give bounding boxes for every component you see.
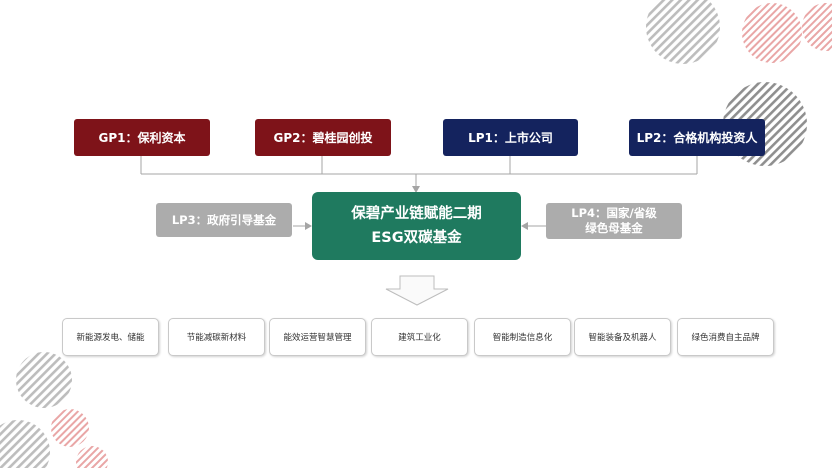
fund-title-line1: 保碧产业链赋能二期 [351,206,482,222]
category-item: 能效运营智慧管理 [269,318,366,356]
lp1-label: LP1：上市公司 [468,131,553,145]
connector-lines [140,156,698,227]
decor-circle [51,409,89,447]
gp2-box: GP2：碧桂园创投 [255,119,391,156]
decor-circle [76,446,108,468]
lp4-label-line2: 绿色母基金 [585,221,643,235]
fund-box: 保碧产业链赋能二期 ESG双碳基金 [312,192,521,260]
category-item: 智能制造信息化 [474,318,571,356]
lp4-label-line1: LP4：国家/省级 [571,206,657,220]
lp2-label: LP2：合格机构投资人 [636,131,758,145]
decor-circle [646,0,720,64]
arrow-down-icon [412,186,420,193]
lp2-box: LP2：合格机构投资人 [629,119,765,156]
gp1-label: GP1：保利资本 [98,131,186,145]
category-item: 绿色消费自主品牌 [677,318,774,356]
arrow-right-icon [305,222,312,230]
arrow-left-icon [521,222,528,230]
decor-circle [0,420,50,468]
category-item: 新能源发电、储能 [62,318,159,356]
lp3-label: LP3：政府引导基金 [171,212,277,227]
category-item: 建筑工业化 [371,318,468,356]
down-arrow-icon [385,275,449,306]
lp4-box: LP4：国家/省级 绿色母基金 [546,203,682,239]
category-item: 节能减碳新材料 [168,318,265,356]
category-item: 智能装备及机器人 [574,318,671,356]
gp1-box: GP1：保利资本 [74,119,210,156]
fund-title-line2: ESG双碳基金 [371,230,462,246]
decor-circle [802,3,832,51]
decor-circle [16,352,72,408]
lp3-box: LP3：政府引导基金 [156,203,292,237]
lp1-box: LP1：上市公司 [443,119,578,156]
decor-circle [742,3,802,63]
gp2-label: GP2：碧桂园创投 [273,131,373,145]
